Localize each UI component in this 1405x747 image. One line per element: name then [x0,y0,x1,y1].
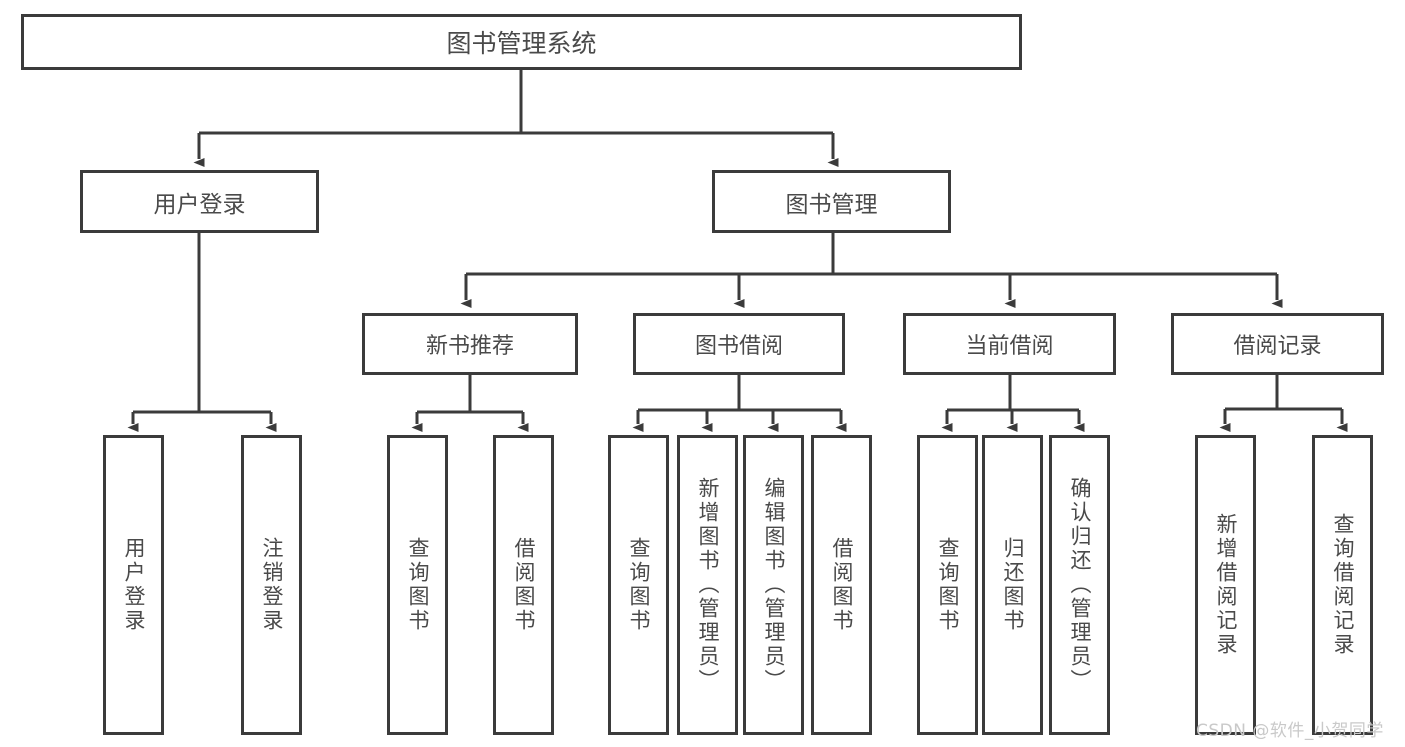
node-new-book-recommend[interactable]: 新书推荐 [362,313,578,375]
leaf-current-borrow-confirm-return[interactable]: 确认归还（管理员） [1049,435,1110,735]
node-root[interactable]: 图书管理系统 [21,14,1022,70]
leaf-label: 借阅图书 [512,537,536,633]
node-book-management-label: 图书管理 [785,191,878,218]
watermark: CSDN @软件_小贺同学 [1196,721,1384,741]
leaf-current-borrow-query[interactable]: 查询图书 [917,435,978,735]
node-book-management[interactable]: 图书管理 [712,170,951,233]
node-current-borrow[interactable]: 当前借阅 [903,313,1116,375]
node-borrow-record-label: 借阅记录 [1233,334,1322,359]
node-root-label: 图书管理系统 [446,29,597,58]
node-new-book-recommend-label: 新书推荐 [425,334,514,359]
leaf-user-login-login[interactable]: 用户登录 [103,435,164,735]
leaf-label: 用户登录 [122,537,146,633]
leaf-label: 注销登录 [260,537,284,633]
node-book-borrow-label: 图书借阅 [694,334,783,359]
leaf-label: 查询图书 [936,537,960,633]
leaf-new-book-query[interactable]: 查询图书 [387,435,448,735]
node-borrow-record[interactable]: 借阅记录 [1171,313,1384,375]
node-user-login[interactable]: 用户登录 [80,170,319,233]
leaf-label: 归还图书 [1001,537,1025,633]
leaf-book-borrow-borrow[interactable]: 借阅图书 [811,435,872,735]
leaf-new-book-borrow[interactable]: 借阅图书 [493,435,554,735]
leaf-borrow-record-add[interactable]: 新增借阅记录 [1195,435,1256,735]
leaf-current-borrow-return[interactable]: 归还图书 [982,435,1043,735]
leaf-book-borrow-add[interactable]: 新增图书（管理员） [677,435,738,735]
leaf-label: 新增图书（管理员） [696,477,720,693]
node-current-borrow-label: 当前借阅 [965,334,1054,359]
leaf-label: 查询图书 [627,537,651,633]
leaf-label: 新增借阅记录 [1214,513,1238,657]
leaf-book-borrow-edit[interactable]: 编辑图书（管理员） [743,435,804,735]
leaf-label: 查询借阅记录 [1331,513,1355,657]
leaf-label: 查询图书 [406,537,430,633]
node-book-borrow[interactable]: 图书借阅 [633,313,845,375]
leaf-label: 编辑图书（管理员） [762,477,786,693]
leaf-user-login-logout[interactable]: 注销登录 [241,435,302,735]
leaf-borrow-record-query[interactable]: 查询借阅记录 [1312,435,1373,735]
node-user-login-label: 用户登录 [153,191,246,218]
leaf-label: 借阅图书 [830,537,854,633]
leaf-book-borrow-query[interactable]: 查询图书 [608,435,669,735]
leaf-label: 确认归还（管理员） [1068,477,1092,693]
